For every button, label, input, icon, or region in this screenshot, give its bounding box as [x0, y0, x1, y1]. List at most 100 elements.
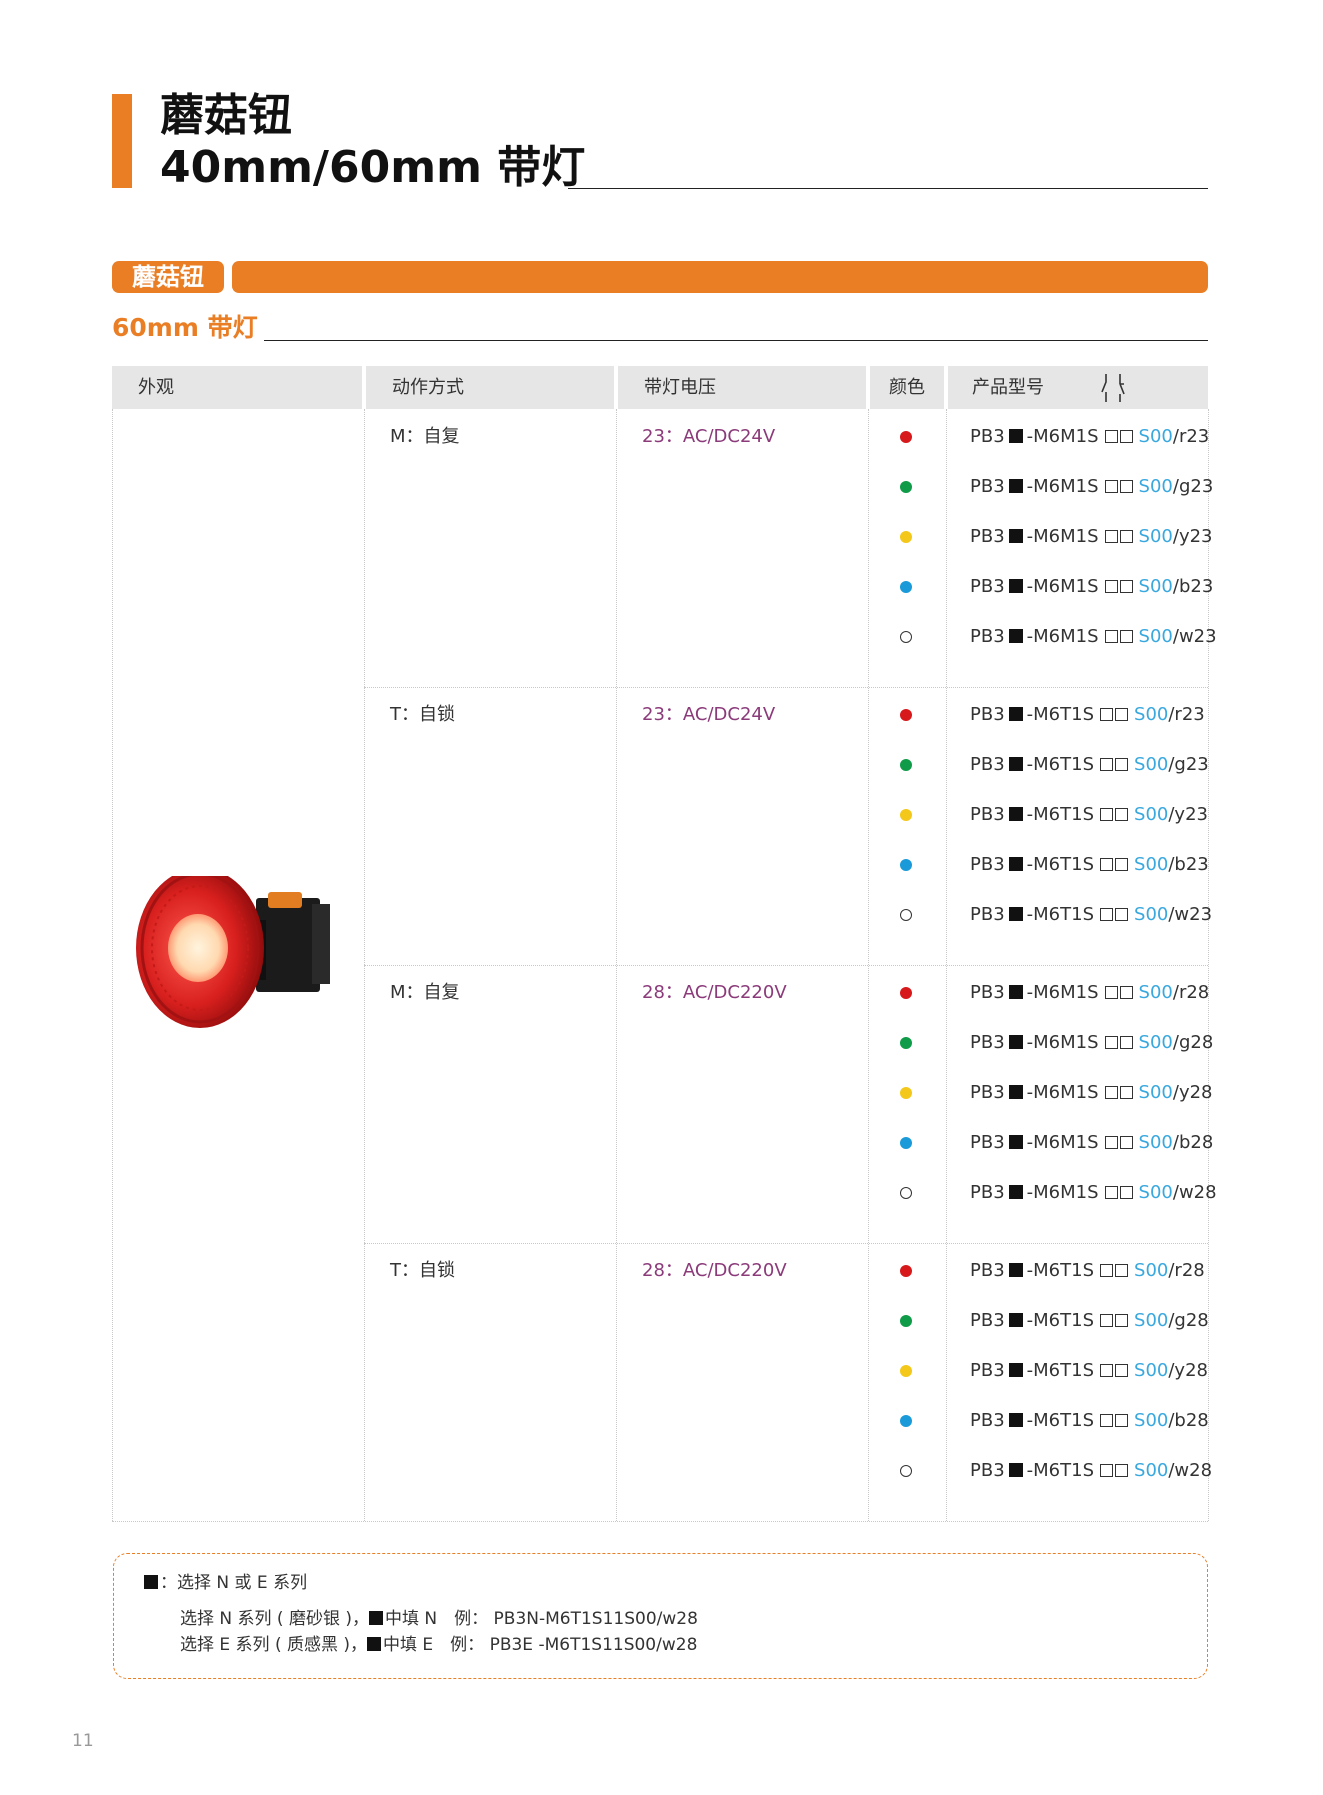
contact-placeholder-box [1115, 908, 1129, 921]
contact-placeholder-box [1100, 1364, 1114, 1377]
model-prefix: PB3 [970, 576, 1005, 597]
model-suffix: S00 [1134, 704, 1169, 725]
model-prefix: PB3 [970, 1032, 1005, 1053]
model-tail: /g23 [1168, 754, 1209, 775]
note-line-1: ：选择 N 或 E 系列 [144, 1571, 307, 1595]
contact-placeholder-box [1104, 430, 1118, 443]
model-mid: -M6T1S [1026, 1410, 1095, 1431]
model-tail: /b28 [1168, 1410, 1209, 1431]
white-color-dot [900, 631, 912, 643]
model-mid: -M6T1S [1026, 1310, 1095, 1331]
contact-placeholder-box [1115, 758, 1129, 771]
group-divider [364, 1243, 1208, 1244]
color-dot [900, 1365, 912, 1377]
model-mid: -M6T1S [1026, 1260, 1095, 1281]
model-prefix: PB3 [970, 626, 1005, 647]
series-placeholder-square [1008, 479, 1023, 493]
series-placeholder-square [1008, 1463, 1023, 1477]
contact-placeholder-box [1100, 708, 1114, 721]
color-dot [900, 581, 912, 593]
color-dot [900, 759, 912, 771]
model-tail: /g23 [1172, 476, 1214, 497]
contact-placeholder-box [1115, 1314, 1129, 1327]
contact-placeholder-box [1104, 1036, 1118, 1049]
color-dot [900, 1315, 912, 1327]
contact-placeholder-box [1104, 1086, 1118, 1099]
section-tag: 蘑菇钮 [112, 261, 224, 293]
contact-placeholder-box [1119, 1086, 1133, 1099]
contact-placeholder-box [1104, 480, 1118, 493]
model-suffix: S00 [1138, 982, 1173, 1003]
series-placeholder-square [1008, 1185, 1023, 1199]
contact-placeholder-box [1115, 708, 1129, 721]
series-placeholder-square [1008, 1035, 1023, 1049]
model-suffix: S00 [1138, 1182, 1173, 1203]
model-tail: /y23 [1168, 804, 1208, 825]
model-tail: /r28 [1172, 982, 1210, 1003]
white-color-dot [900, 1187, 912, 1199]
model-prefix: PB3 [970, 982, 1005, 1003]
model-tail: /y23 [1172, 526, 1213, 547]
model-mid: -M6M1S [1026, 426, 1099, 447]
title-rule [568, 188, 1208, 189]
table-bottom-rule [112, 1521, 1208, 1522]
contact-placeholder-box [1104, 530, 1118, 543]
contact-placeholder-box [1104, 1186, 1118, 1199]
model-tail: /r28 [1168, 1260, 1205, 1281]
header-voltage: 带灯电压 [618, 366, 866, 409]
color-dot [900, 431, 912, 443]
contact-placeholder-box [1115, 1364, 1129, 1377]
series-placeholder-square [1008, 579, 1023, 593]
model-mid: -M6M1S [1026, 1132, 1099, 1153]
model-mid: -M6T1S [1026, 1460, 1095, 1481]
contact-placeholder-box [1119, 480, 1133, 493]
series-placeholder-square [1008, 907, 1023, 921]
model-mid: -M6M1S [1026, 476, 1099, 497]
model-tail: /g28 [1172, 1032, 1214, 1053]
subtitle-rule [264, 340, 1208, 341]
contact-placeholder-box [1115, 858, 1129, 871]
model-prefix: PB3 [970, 1132, 1005, 1153]
note-line-1-text: ：选择 N 或 E 系列 [160, 1573, 308, 1593]
contact-placeholder-box [1119, 430, 1133, 443]
model-mid: -M6M1S [1026, 1032, 1099, 1053]
column-divider [112, 409, 113, 1521]
series-placeholder-square [1008, 757, 1023, 771]
column-divider [1208, 409, 1209, 1521]
model-suffix: S00 [1134, 1460, 1169, 1481]
model-tail: /b23 [1168, 854, 1209, 875]
series-placeholder-square [1008, 1363, 1023, 1377]
color-dot [900, 1087, 912, 1099]
model-prefix: PB3 [970, 476, 1005, 497]
model-tail: /w28 [1172, 1182, 1217, 1203]
model-mid: -M6M1S [1026, 576, 1099, 597]
series-placeholder-square [1008, 707, 1023, 721]
model-suffix: S00 [1134, 1360, 1169, 1381]
contact-placeholder-box [1119, 530, 1133, 543]
model-mid: -M6M1S [1026, 1182, 1099, 1203]
series-placeholder-square [1008, 1313, 1023, 1327]
contact-switch-icon [1101, 374, 1125, 402]
note-box [113, 1553, 1208, 1679]
filled-square-icon [367, 1637, 382, 1651]
color-dot [900, 1037, 912, 1049]
contact-placeholder-box [1119, 986, 1133, 999]
group-divider [364, 687, 1208, 688]
color-dot [900, 1265, 912, 1277]
model-mid: -M6T1S [1026, 804, 1095, 825]
model-suffix: S00 [1134, 1260, 1169, 1281]
series-placeholder-square [1008, 529, 1023, 543]
series-placeholder-square [1008, 1085, 1023, 1099]
action-mode: T：自锁 [390, 1260, 455, 1281]
contact-placeholder-box [1115, 1464, 1129, 1477]
contact-placeholder-box [1104, 1136, 1118, 1149]
